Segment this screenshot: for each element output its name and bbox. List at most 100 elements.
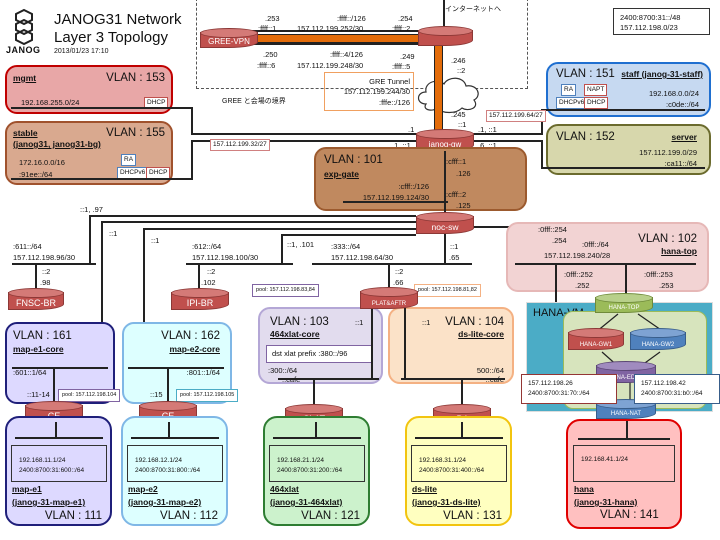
vlan-name-2: (janog-31-map-e2) [128, 497, 202, 507]
vlan-name: exp-gate [324, 169, 359, 179]
link-map-e2-h [143, 228, 416, 230]
vlan-name: mgmt [13, 73, 37, 83]
router-internet-edge[interactable] [418, 26, 473, 46]
r-v4: .253 [659, 281, 674, 290]
router-hana-nat[interactable]: HANA-NAT [596, 399, 656, 419]
pool-map-e2: pool: 157.112.198.105 [176, 389, 239, 402]
page-title-line1: JANOG31 Network [54, 11, 182, 28]
gw-addr: ::1 [355, 318, 364, 327]
mgmt-segment [11, 107, 192, 109]
vlan-id: VLAN : 103 [270, 316, 329, 328]
stable-uplink-v [191, 140, 193, 180]
vlan-id: VLAN : 112 [160, 510, 218, 522]
vlan-name: 464xlat-core [270, 329, 320, 339]
vlan-name: map-e2 [128, 484, 158, 494]
vlan-id: VLAN : 101 [324, 154, 383, 166]
gree-boundary-label: GREE と会場の境界 [222, 98, 286, 105]
hana-top-drop-l [555, 263, 557, 311]
gw-v6: :0fff::254 [538, 225, 567, 234]
gw-addr: ::1 [422, 318, 431, 327]
ipi-v6: :612::/64 [192, 242, 222, 251]
router-hana-top[interactable]: HANA-TOP [595, 293, 653, 313]
vlan-id: VLAN : 121 [301, 510, 360, 522]
hana-gw2-net: 157.112.198.42 2400:8700:31:b0::/64 [634, 374, 720, 404]
client-v6: 2400:8700:31:600::/64 [19, 467, 85, 474]
janog-logo-icon [15, 8, 33, 46]
vlan-id: VLAN : 141 [600, 509, 659, 521]
router-label: janog-gw [428, 140, 462, 149]
gree-top-right-v6: :ffff::2 [392, 24, 411, 33]
ce-link [168, 422, 170, 439]
router-gree-vpn[interactable]: GREE-VPN [200, 28, 258, 48]
janog-logo: JANOG [6, 8, 42, 55]
subnet-v6: :c0de::/64 [666, 100, 699, 109]
segment [131, 437, 219, 439]
segment [273, 437, 361, 439]
vlan-name-2: (janog-31-ds-lite) [412, 497, 481, 507]
vlan-staff: VLAN : 151 staff (janog-31-staff) RA NAP… [546, 62, 711, 117]
vlan-id: VLAN : 102 [638, 233, 697, 245]
client-net-box: 192.168.11.1/24 2400:8700:31:600::/64 [11, 445, 107, 482]
subnet-v4: 157.112.199.124/30 [362, 193, 429, 202]
subnet-v6: :cfff::/126 [398, 182, 429, 191]
ipi-peer-v4: .102 [201, 278, 216, 287]
gree-right-v4: .246 [451, 56, 466, 65]
subnet-v6: :801::1/64 [186, 368, 220, 377]
janog-gw-port-right-top: .1, ::1 [478, 125, 497, 134]
gree-link-bottom [245, 43, 418, 45]
vlan-name-2: (janog-31-hana) [574, 497, 638, 507]
vlan-name-2: (janog-31-map-e1) [12, 497, 86, 507]
ra-tag: RA [561, 84, 577, 96]
fnsc-peer-v6: ::2 [42, 267, 51, 276]
logo-text: JANOG [6, 45, 41, 55]
client-net-box: 192.168.12.1/24 2400:8700:31:800::/64 [127, 445, 223, 482]
client-net-box: 192.168.31.1/24 2400:8700:31:400::/64 [411, 445, 507, 482]
subnet-v4: 192.168.255.0/24 [21, 98, 80, 107]
vlan-id: VLAN : 104 [445, 316, 504, 328]
prefix-v6: 2400:8700:31::/48 [620, 13, 681, 22]
map-e2-ce-drop [167, 367, 169, 405]
router-hana-gw2[interactable]: HANA-GW2 [630, 328, 686, 350]
gree-bot-mid-v6: :ffff::4/126 [330, 50, 363, 59]
vlan-name: ds-lite [412, 484, 438, 494]
dst-xlat-prefix-box: dst xlat prefix :380::/96 [266, 345, 373, 363]
vlan-name-2: (janog-31-464xlat) [270, 497, 343, 507]
vlan-464xlat: 192.168.21.1/24 2400:8700:31:200::/64 46… [263, 416, 370, 526]
router-label: HANA-GW2 [641, 342, 675, 348]
router-label: GREE-VPN [208, 37, 250, 46]
vlan-name: hana [574, 484, 594, 494]
vlan-ds-lite-core: ::1 VLAN : 104 ds-lite-core 500::/64 ::c… [388, 307, 514, 384]
vlan-name: ds-lite-core [458, 329, 504, 339]
subnet-v4: 172.16.0.0/16 [19, 158, 65, 167]
router-ipi-br[interactable]: IPI-BR [171, 288, 229, 310]
client-v4: 192.168.21.1/24 [277, 457, 324, 464]
page-title-line2: Layer 3 Topology [54, 29, 168, 46]
gw-v4: .254 [552, 236, 567, 245]
router-plat-aftr[interactable]: PLAT&AFTR [360, 287, 418, 309]
link-ipi-h [281, 234, 416, 236]
gree-bot-left-v6: :ffff::6 [257, 61, 276, 70]
client-v4: 192.168.41.1/24 [581, 456, 628, 463]
vlan-ds-lite: 192.168.31.1/24 2400:8700:31:400::/64 ds… [405, 416, 512, 526]
timestamp: 2013/01/23 17:10 [54, 48, 109, 55]
mgmt-uplink-v [191, 107, 193, 135]
vlan-name-2: (janog31, janog31-bg) [13, 139, 101, 149]
router-hana-gw1[interactable]: HANA-GW1 [568, 328, 624, 350]
internet-uplink [443, 0, 445, 26]
ipi-segment [186, 263, 293, 265]
subnet-v6: :300::/64 [268, 366, 298, 375]
router-noc-sw[interactable]: noc-sw [416, 212, 474, 234]
vlan-name: 464xlat [270, 484, 299, 494]
vlan-name: staff (janog-31-staff) [621, 69, 703, 79]
net-v6: 2400:8700:31:70::/64 [528, 390, 590, 397]
subnet-v4: 157.112.198.240/28 [544, 251, 611, 260]
link-map-e2-v [143, 228, 145, 369]
client-net-box: 192.168.21.1/24 2400:8700:31:200::/64 [269, 445, 365, 482]
gre-tunnel-v6: :fffe::/126 [379, 98, 410, 107]
net-v4: 157.112.198.42 [641, 380, 686, 387]
plat-gw-v6: ::1 [450, 242, 459, 251]
fnsc-peer-v4: .98 [40, 278, 51, 287]
gree-top-mid-v6: :ffff::/126 [337, 14, 366, 23]
staff-segment [541, 109, 705, 111]
router-fnsc-br[interactable]: FNSC-BR [8, 288, 64, 310]
